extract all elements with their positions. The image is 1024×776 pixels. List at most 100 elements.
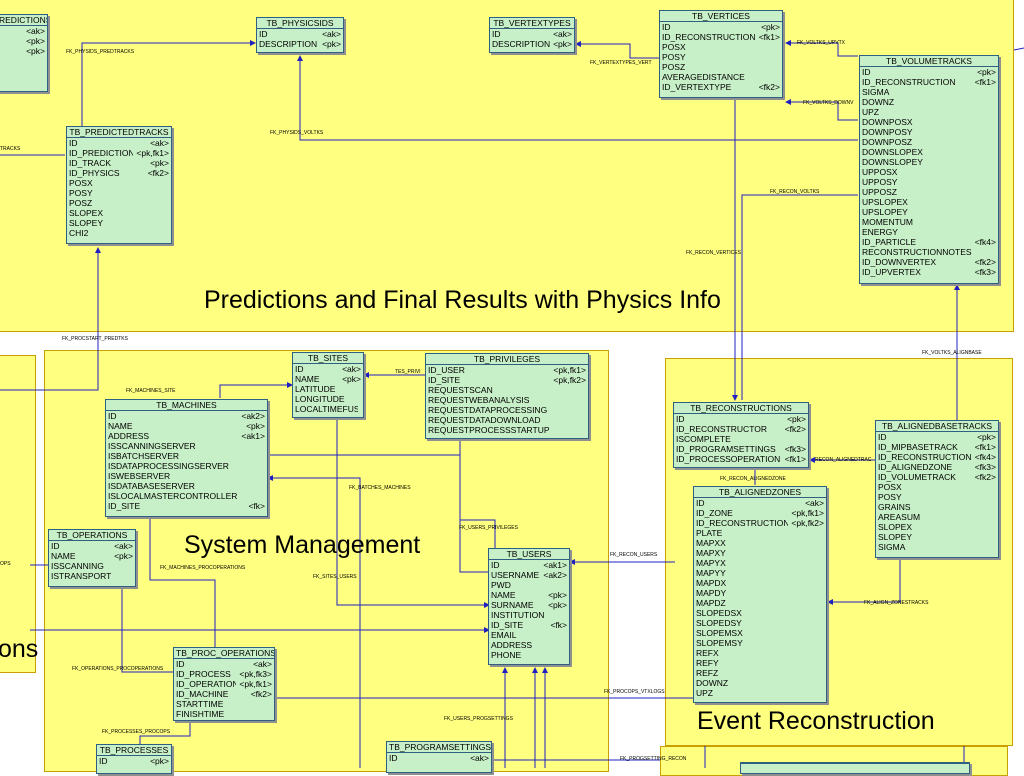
table-row[interactable]: ID<ak2> [106, 411, 267, 421]
table-row[interactable]: ISBATCHSERVER [106, 451, 267, 461]
table-row[interactable]: UPPOSX [860, 167, 998, 177]
table-row[interactable]: ID<pk> [860, 67, 998, 77]
table-row[interactable]: UPZ [694, 688, 826, 698]
table-row[interactable]: SLOPEMSX [694, 628, 826, 638]
table-row[interactable]: ID<ak> [174, 659, 274, 669]
table-row[interactable]: POSY [67, 188, 171, 198]
table-row[interactable]: ID_RECONSTRUCTION<fk4> [876, 452, 998, 462]
table-row[interactable]: DOWNPOSX [860, 117, 998, 127]
table-row[interactable]: <pk> [0, 46, 47, 56]
table-row[interactable]: SLOPEY [67, 218, 171, 228]
table-row[interactable]: LATITUDE [293, 384, 363, 394]
table-row[interactable]: LONGITUDE [293, 394, 363, 404]
table-row[interactable]: ID<ak> [49, 541, 135, 551]
table-row[interactable]: AVERAGEDISTANCE [660, 72, 782, 82]
table-row[interactable]: RECONSTRUCTIONNOTES [860, 247, 998, 257]
table-row[interactable]: SLOPEX [67, 208, 171, 218]
table-predictions[interactable]: REDICTIONS<ak><pk><pk> [0, 14, 48, 92]
table-row[interactable]: UPSLOPEX [860, 197, 998, 207]
table-row[interactable]: MAPXY [694, 548, 826, 558]
table-row[interactable]: DOWNSLOPEY [860, 157, 998, 167]
table-row[interactable]: ID_TRACK<pk> [67, 158, 171, 168]
table-row[interactable]: MOMENTUM [860, 217, 998, 227]
table-row[interactable]: ID<ak> [293, 364, 363, 374]
table-row[interactable]: POSX [660, 42, 782, 52]
table-row[interactable]: ISTRANSPORT [49, 571, 135, 581]
table-row[interactable]: EMAIL [489, 630, 569, 640]
table-row[interactable]: NAME<pk> [489, 590, 569, 600]
table-row[interactable]: PHONE [489, 650, 569, 660]
table-row[interactable]: PWD [489, 580, 569, 590]
table-row[interactable]: UPPOSZ [860, 187, 998, 197]
table-row[interactable]: GRAINS [876, 502, 998, 512]
table-row[interactable]: ID_UPVERTEX<fk3> [860, 267, 998, 277]
table-row[interactable]: UPZ [860, 107, 998, 117]
table-row[interactable]: NAME<pk> [106, 421, 267, 431]
table-row[interactable]: ID<ak> [257, 29, 343, 39]
table-row[interactable]: ISLOCALMASTERCONTROLLER [106, 491, 267, 501]
table-row[interactable]: ISDATAPROCESSINGSERVER [106, 461, 267, 471]
table-row[interactable]: ID<pk> [660, 22, 782, 32]
table-row[interactable]: ISDATABASESERVER [106, 481, 267, 491]
table-row[interactable]: ID_PROCESSOPERATION<fk1> [674, 454, 808, 464]
table-row[interactable]: DOWNZ [694, 678, 826, 688]
table-row[interactable]: MAPYX [694, 558, 826, 568]
table-row[interactable]: ID_MACHINE<fk2> [174, 689, 274, 699]
table-row[interactable]: ID_PROGRAMSETTINGS<fk3> [674, 444, 808, 454]
table-row[interactable]: PLATE [694, 528, 826, 538]
table-row[interactable]: ID_PARTICLE<fk4> [860, 237, 998, 247]
table-row[interactable]: DESCRIPTION<pk> [257, 39, 343, 49]
table-row[interactable]: POSZ [660, 62, 782, 72]
table-row[interactable]: ID_SITE<fk> [489, 620, 569, 630]
table-row[interactable]: <pk> [0, 36, 47, 46]
table-row[interactable]: ID<ak> [490, 29, 574, 39]
table-row[interactable]: SIGMA [876, 542, 998, 552]
table-row[interactable]: DESCRIPTION<pk> [490, 39, 574, 49]
table-row[interactable]: CHI2 [67, 228, 171, 238]
table-row[interactable]: POSZ [67, 198, 171, 208]
table-row[interactable]: DOWNPOSY [860, 127, 998, 137]
table-row[interactable]: MAPDY [694, 588, 826, 598]
table-row[interactable]: AREASUM [876, 512, 998, 522]
table-row[interactable]: ID<pk> [674, 414, 808, 424]
table-row[interactable]: ISSCANNING [49, 561, 135, 571]
table-row[interactable]: ID_DOWNVERTEX<fk2> [860, 257, 998, 267]
table-row[interactable]: ADDRESS [489, 640, 569, 650]
table-row[interactable]: SLOPEY [876, 532, 998, 542]
table-bottom-right[interactable] [740, 762, 970, 774]
table-row[interactable]: REQUESTDATAPROCESSING [426, 405, 588, 415]
table-row[interactable]: UPSLOPEY [860, 207, 998, 217]
table-row[interactable]: ISCOMPLETE [674, 434, 808, 444]
table-row[interactable]: SLOPEX [876, 522, 998, 532]
table-row[interactable]: ID_SITE<fk> [106, 501, 267, 511]
table-row[interactable]: ID<ak> [694, 498, 826, 508]
table-row[interactable]: ID_SITE<pk,fk2> [426, 375, 588, 385]
table-row[interactable]: SLOPEDSY [694, 618, 826, 628]
table-row[interactable]: ID_VOLUMETRACK<fk2> [876, 472, 998, 482]
table-row[interactable]: DOWNZ [860, 97, 998, 107]
table-row[interactable]: NAME<pk> [49, 551, 135, 561]
table-row[interactable]: DOWNSLOPEX [860, 147, 998, 157]
table-row[interactable]: ID_PREDICTION<pk,fk1> [67, 148, 171, 158]
table-row[interactable]: ISSCANNINGSERVER [106, 441, 267, 451]
table-row[interactable]: MAPDX [694, 578, 826, 588]
table-row[interactable]: ID_OPERATION<pk,fk1> [174, 679, 274, 689]
table-row[interactable]: ID<pk> [97, 756, 171, 766]
table-row[interactable]: ADDRESS<ak1> [106, 431, 267, 441]
table-row[interactable]: REFZ [694, 668, 826, 678]
table-row[interactable]: REQUESTPROCESSSTARTUP [426, 425, 588, 435]
table-row[interactable]: REQUESTDATADOWNLOAD [426, 415, 588, 425]
table-row[interactable]: ID_VERTEXTYPE<fk2> [660, 82, 782, 92]
table-row[interactable]: MAPXX [694, 538, 826, 548]
table-row[interactable]: LOCALTIMEFUSE [293, 404, 363, 414]
